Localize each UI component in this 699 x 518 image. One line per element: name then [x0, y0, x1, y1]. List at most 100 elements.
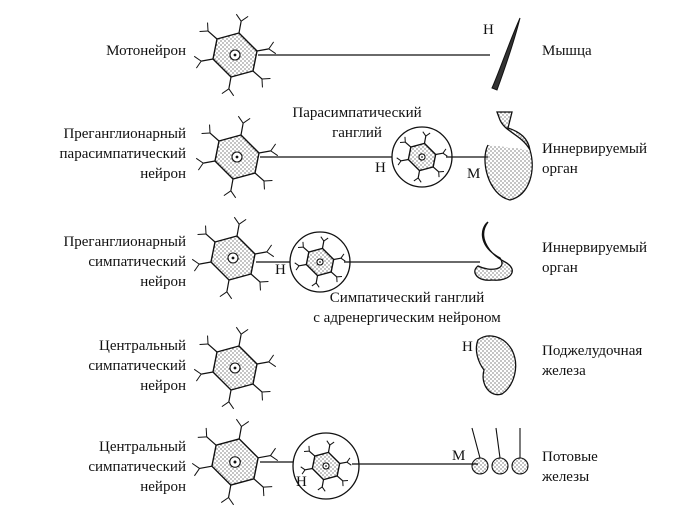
row4-right-label: Поджелудочная железа — [542, 343, 643, 379]
row5-neuron-dendrite-2-b — [270, 447, 276, 456]
row5-right-label: Потовые железы — [542, 449, 598, 485]
row3-stomach — [474, 221, 513, 281]
row3-ganglion-neuron-dendrite-2-a — [340, 257, 346, 262]
row4-neuron-dendrite-1-a — [240, 328, 249, 335]
row5-ganglion-neuron-dendrite-4-a — [317, 486, 323, 491]
row3-ganglion-neuron-dendrite-4 — [315, 275, 319, 284]
row3-neuron-dendrite-1-a — [238, 218, 247, 225]
row5-ganglion-neuron-nucleolus — [325, 465, 327, 467]
row4-neuron-dendrite-2-b — [268, 354, 275, 363]
row5-neuron-dendrite-5-b — [194, 468, 200, 477]
row2-ganglion-neuron-dendrite-2-b — [442, 148, 447, 154]
row3-ganglion-neuron-dendrite-0 — [302, 246, 310, 253]
row3-right-label: Иннервируемый орган — [542, 240, 648, 276]
row5-ganglion-neuron-dendrite-2 — [339, 461, 348, 465]
row4-neuron-dendrite-4-a — [221, 401, 230, 408]
row5-ganglion-neuron-dendrite-4 — [321, 479, 325, 488]
row1-neuron-dendrite-4-b — [228, 88, 235, 97]
row5-sweat-gland-0 — [471, 457, 489, 475]
row5-neuron-dendrite-4 — [227, 484, 232, 498]
row4-receptor-mark: Н — [462, 339, 473, 355]
row1-neuron-dendrite-1 — [238, 21, 242, 34]
row1-receptor-mark: Н — [483, 22, 494, 38]
row5-sweat-gland-1 — [491, 457, 509, 475]
row5-neuron-dendrite-0 — [206, 436, 217, 446]
row4-neuron-dendrite-1 — [238, 334, 242, 347]
row4-neuron-dendrite-2 — [256, 361, 269, 365]
row2-ganglion-neuron-dendrite-2 — [435, 152, 444, 156]
row5-neuron-dendrite-3 — [253, 478, 264, 488]
row3-neuron-dendrite-5 — [199, 261, 212, 265]
row1-neuron-nucleolus — [233, 53, 237, 57]
row1-neuron-dendrite-2-b — [268, 41, 275, 50]
row3-ganglion-mark: Н — [275, 262, 286, 278]
row2-neuron-dendrite-4-b — [230, 190, 237, 199]
row3-neuron-dendrite-4-b — [226, 291, 233, 300]
row3-neuron-dendrite-4-a — [219, 291, 228, 298]
row5-neuron-dendrite-1-a — [241, 421, 250, 427]
row2-receptor-mark: М — [467, 166, 481, 182]
row5-ganglion-neuron-dendrite-4-b — [321, 486, 326, 492]
row1-neuron-dendrite-3 — [252, 70, 263, 80]
row2-neuron-dendrite-2 — [258, 150, 271, 154]
row3-ganglion-neuron-nucleolus — [319, 261, 321, 263]
row5-neuron-dendrite-2 — [257, 454, 271, 459]
row5-left-label: Центральный симпатический нейрон — [88, 439, 186, 495]
row1-neuron-dendrite-0 — [207, 30, 218, 40]
row4-neuron-nucleolus — [233, 366, 237, 370]
row5-neuron-dendrite-3-b — [263, 486, 273, 488]
row3-neuron-nucleolus — [231, 256, 235, 260]
row3-neuron-dendrite-5-a — [191, 258, 200, 265]
row1-neuron-dendrite-5-b — [195, 60, 202, 69]
row4-pancreas — [475, 335, 517, 396]
row5-ganglion-neuron-dendrite-1-b — [326, 440, 331, 446]
row2-neuron-dendrite-5-b — [197, 162, 204, 171]
row3-ganglion-label: Симпатический ганглий с адренергическим … — [313, 290, 501, 326]
row5-neuron-dendrite-1 — [238, 426, 243, 440]
row4-neuron-dendrite-4 — [228, 389, 232, 402]
row5-neuron-dendrite-4-b — [228, 497, 235, 506]
row3-ganglion-neuron-dendrite-1 — [321, 240, 325, 249]
row3-neuron-dendrite-3 — [250, 273, 261, 283]
row5-neuron-dendrite-2-a — [270, 455, 279, 462]
row2-ganglion-neuron-dendrite-3 — [432, 166, 440, 173]
row3-ganglion-neuron-dendrite-5-b — [295, 265, 300, 271]
row2-neuron-dendrite-4-a — [223, 190, 232, 197]
row1-left-label: Мотонейрон — [106, 43, 186, 59]
row5-ganglion-neuron-dendrite-5-a — [300, 466, 306, 471]
row3-neuron-dendrite-2-a — [266, 251, 275, 258]
row2-ganglion-neuron-dendrite-2-a — [442, 152, 448, 157]
row2-ganglion-neuron-dendrite-5-a — [396, 157, 402, 162]
row5-receptor-mark: М — [452, 448, 466, 464]
row3-ganglion-neuron-dendrite-4-a — [311, 282, 317, 287]
row5-neuron-dendrite-5 — [199, 465, 213, 470]
row1-neuron-dendrite-5 — [201, 58, 214, 62]
row5-neuron-dendrite-4-a — [220, 497, 229, 503]
row2-neuron-nucleolus — [235, 155, 239, 159]
row4-neuron-dendrite-4-b — [228, 401, 235, 410]
row3-neuron-dendrite-4 — [226, 279, 230, 292]
row2-ganglion-label: Парасимпатический ганглий — [292, 105, 422, 141]
row5-sweat-gland-2 — [511, 457, 529, 475]
row2-neuron-dendrite-2-a — [270, 150, 279, 157]
row3-neuron-dendrite-2 — [254, 251, 267, 255]
row2-ganglion-neuron-dendrite-1 — [423, 135, 427, 144]
row2-ganglion-neuron-dendrite-1-a — [425, 132, 431, 137]
row3-ganglion-neuron-dendrite-2-b — [340, 253, 345, 259]
row3-neuron-dendrite-0 — [205, 233, 216, 243]
row2-neuron-dendrite-4 — [230, 178, 234, 191]
row3-neuron-dendrite-1 — [236, 224, 240, 237]
row2-neuron-dendrite-5-a — [195, 157, 204, 164]
row4-neuron-dendrite-5-b — [195, 373, 202, 382]
row1-muscle-fiber — [491, 17, 521, 91]
row2-ganglion-mark: Н — [375, 160, 386, 176]
row3-ganglion-neuron-dendrite-2 — [333, 257, 342, 261]
row5-ganglion-neuron-dendrite-0 — [308, 450, 316, 457]
row2-neuron-dendrite-0 — [209, 132, 220, 142]
row3-left-label: Преганглионарный симпатический нейрон — [63, 234, 186, 290]
row3-ganglion-neuron-dendrite-1-a — [323, 237, 329, 242]
row2-ganglion-neuron-dendrite-4-a — [413, 177, 419, 182]
row2-ganglion-neuron-dendrite-4 — [417, 170, 421, 179]
row3-ganglion-neuron-dendrite-4-b — [315, 282, 320, 288]
